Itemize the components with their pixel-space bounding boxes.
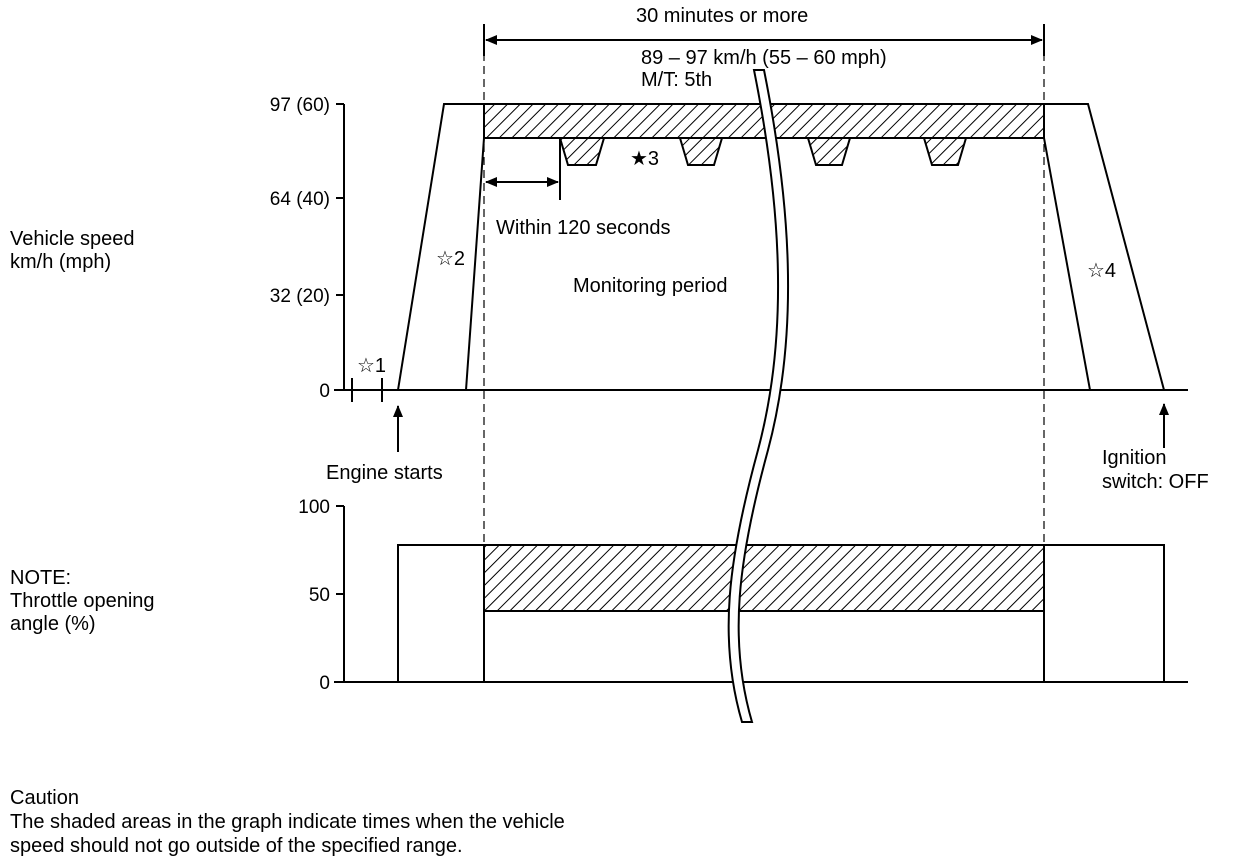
caution-title: Caution	[10, 787, 79, 809]
ignition-label-line2: switch: OFF	[1102, 471, 1209, 493]
throttle-tick-label-100: 100	[298, 497, 330, 518]
speed-dip-3	[806, 137, 852, 166]
star1-label: ☆1	[357, 355, 386, 377]
time-break-mark	[727, 69, 790, 723]
caution-line2: speed should not go outside of the speci…	[10, 835, 463, 857]
speed-range-label: 89 – 97 km/h (55 – 60 mph)	[641, 47, 887, 69]
star2-label: ☆2	[436, 248, 465, 270]
star4-label: ☆4	[1087, 260, 1116, 282]
star3-label: ★3	[630, 148, 659, 170]
caution-line1: The shaded areas in the graph indicate t…	[10, 811, 565, 833]
speed-dip-1	[558, 137, 606, 166]
throttle-axis-label-line1: NOTE:	[10, 567, 71, 589]
speed-tick-label-0: 0	[319, 381, 330, 402]
throttle-tick-label-0: 0	[319, 673, 330, 694]
speed-axis-label-line1: Vehicle speed	[10, 228, 135, 250]
caution-note: Caution The shaded areas in the graph in…	[10, 786, 770, 858]
throttle-inner-profile	[483, 610, 1045, 682]
speed-tick-label-97: 97 (60)	[270, 95, 330, 116]
speed-dip-4	[922, 137, 968, 166]
throttle-graph: 100 50 0 NOTE: Throttle opening angle (%…	[10, 497, 1188, 694]
speed-graph: 97 (60) 64 (40) 32 (20) 0 Vehicle speed …	[10, 95, 1209, 493]
monitoring-label: Monitoring period	[573, 275, 728, 297]
speed-tick-label-32: 32 (20)	[270, 286, 330, 307]
throttle-shaded-band	[483, 544, 1045, 612]
engine-starts-label: Engine starts	[326, 462, 443, 484]
gear-label: M/T: 5th	[641, 69, 712, 91]
throttle-profile	[397, 544, 1165, 682]
speed-axis-label-line2: km/h (mph)	[10, 251, 111, 273]
duration-label: 30 minutes or more	[636, 5, 808, 27]
throttle-axis-label-line3: angle (%)	[10, 613, 96, 635]
throttle-axis-label-line2: Throttle opening	[10, 590, 155, 612]
ignition-label-line1: Ignition	[1102, 447, 1167, 469]
throttle-tick-label-50: 50	[309, 585, 330, 606]
speed-dip-2	[678, 137, 724, 166]
speed-tick-label-64: 64 (40)	[270, 189, 330, 210]
within-label: Within 120 seconds	[496, 217, 671, 239]
